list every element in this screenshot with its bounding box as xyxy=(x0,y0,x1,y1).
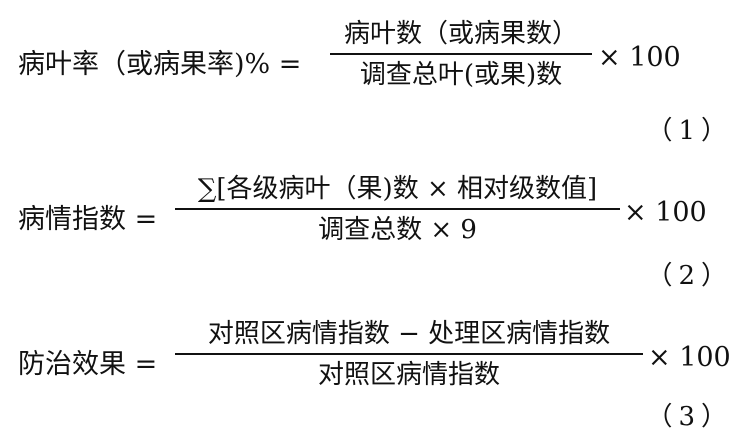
formula-1-lhs: 病叶率（或病果率)% = xyxy=(18,49,302,80)
formula-1-multiplier: × 100 xyxy=(598,42,681,73)
formula-3-lhs: 防治效果 = xyxy=(18,349,158,380)
formula-1-denominator: 调查总叶(或果)数 xyxy=(359,60,563,90)
formula-2-lhs: 病情指数 = xyxy=(18,204,158,235)
formula-3-numerator: 对照区病情指数 − 处理区病情指数 xyxy=(207,319,611,349)
formula-2-fraction: ∑[各级病叶（果)数 × 相对级数值] 调查总数 × 9 xyxy=(175,173,620,246)
formula-3-number: （3） xyxy=(646,402,733,432)
formula-2-fraction-bar xyxy=(175,208,620,210)
formula-1-fraction-bar xyxy=(330,53,592,55)
formula-3-fraction-bar xyxy=(175,353,643,355)
formula-2-denominator: 调查总数 × 9 xyxy=(318,215,477,245)
formula-3-multiplier: × 100 xyxy=(648,342,731,373)
formula-1-fraction: 病叶数（或病果数） 调查总叶(或果)数 xyxy=(330,18,592,91)
formula-2-number: （2） xyxy=(646,261,733,291)
formula-2-numerator: ∑[各级病叶（果)数 × 相对级数值] xyxy=(197,174,598,204)
formula-2-multiplier: × 100 xyxy=(624,197,707,228)
formula-3-denominator: 对照区病情指数 xyxy=(317,360,500,390)
formula-1-number: （1） xyxy=(646,116,733,146)
formula-3-fraction: 对照区病情指数 − 处理区病情指数 对照区病情指数 xyxy=(175,318,643,391)
formula-1-numerator: 病叶数（或病果数） xyxy=(343,19,578,49)
